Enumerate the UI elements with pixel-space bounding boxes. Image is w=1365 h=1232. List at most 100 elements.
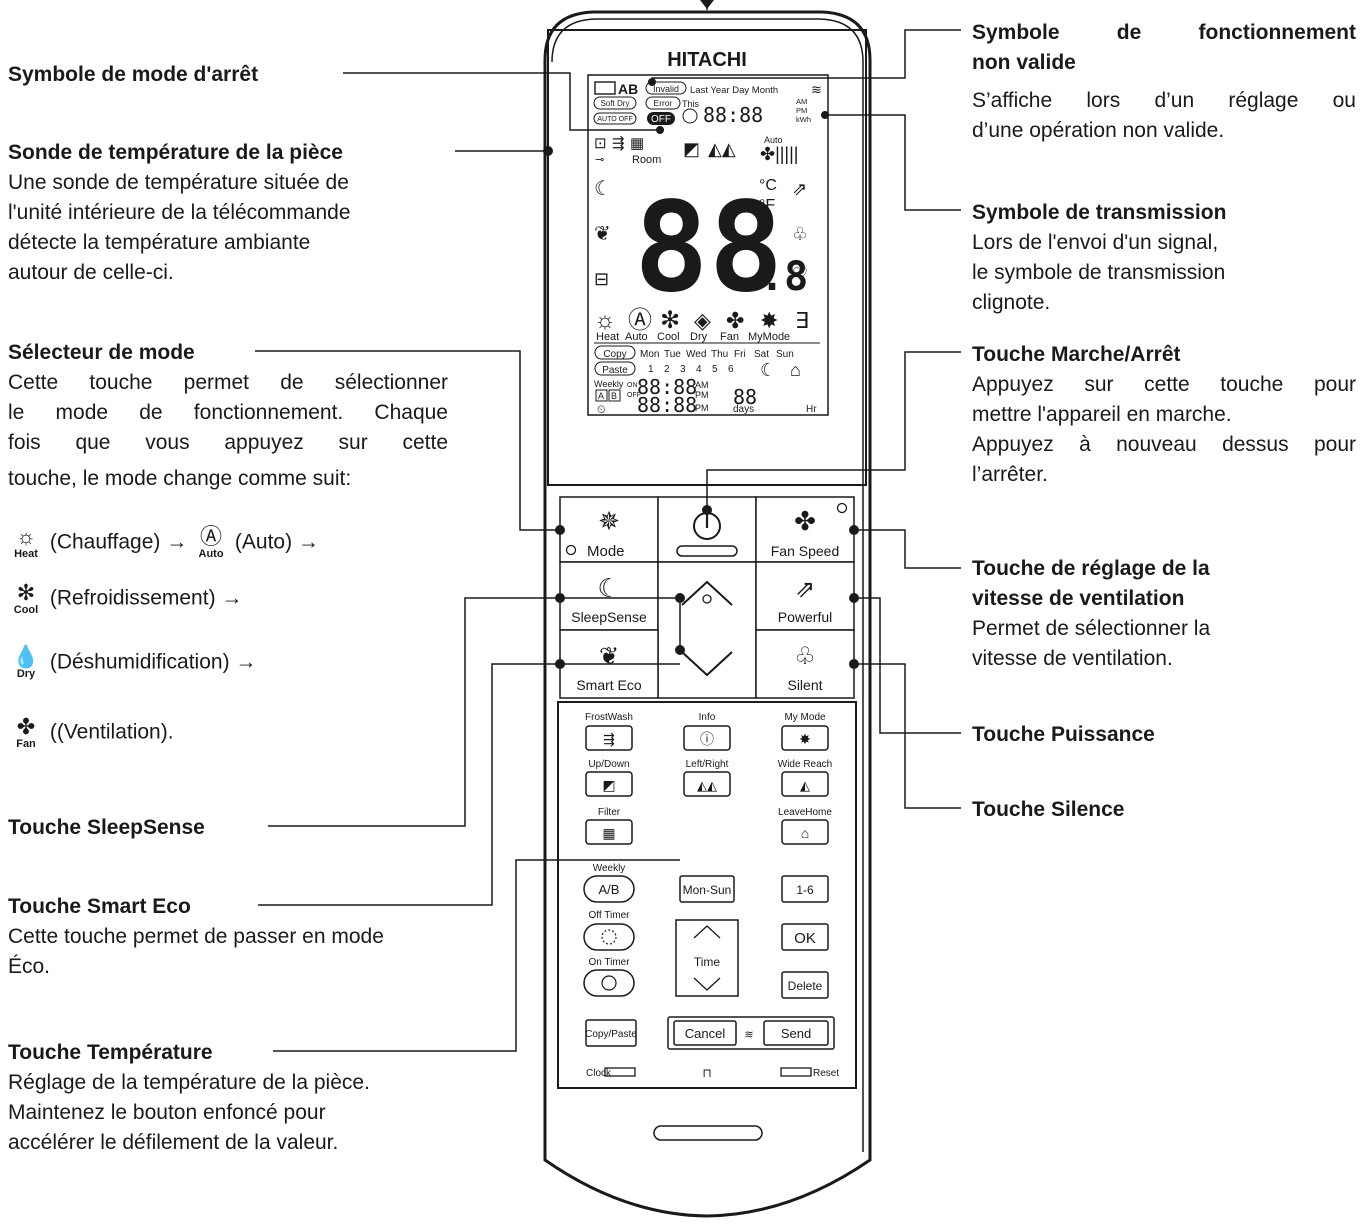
lcd-mode-label: Heat [596,331,619,343]
svg-text:∃: ∃ [795,308,809,333]
lcd-on: ON [627,382,638,389]
powerful-button-label: Powerful [778,609,832,625]
one-six-label: 1-6 [796,883,814,897]
mode-selector-line: Cette touche permet de sélectionner [8,371,448,394]
silent-button-label: Silent [787,677,822,693]
mode-sequence-row: 💧Dry (Déshumidification) → [8,646,256,681]
lcd-soft-dry: Soft Dry [601,99,630,108]
send-button[interactable] [763,1020,829,1046]
lcd-hr: Hr [806,404,817,415]
power-line: mettre l'appareil en marche. [972,403,1232,426]
mode-button-label: Mode [587,543,625,560]
clock-button[interactable] [604,1067,636,1077]
lcd-auto: Auto [764,135,783,145]
svg-text:✸: ✸ [799,731,811,747]
mode-sequence-text: (Auto) → [234,530,319,554]
wide-reach-label: Wide Reach [778,759,832,770]
lcd-a: A [598,391,604,401]
cool-icon: ✻Cool [13,580,39,617]
lcd-decimal: .8 [760,254,808,300]
lcd-day: Sat [754,349,769,360]
lcd-am: AM [796,97,807,106]
off-timer-button[interactable] [583,923,635,951]
annotation-temperature: Touche Température Réglage de la tempéra… [8,1038,508,1158]
info-label: Info [699,712,716,723]
mode-sequence-row: ✻Cool (Refroidissement) → [8,580,243,617]
svg-text:⇶: ⇶ [612,135,625,152]
lcd-big-temp: 88 [634,176,783,320]
lcd-celsius: °C [759,177,777,194]
copy-paste-button[interactable] [585,1019,637,1047]
cancel-button[interactable] [673,1020,737,1046]
leave-home-button[interactable] [781,819,829,845]
sleepsense-title: Touche SleepSense [8,816,205,839]
temperature-line: Maintenez le bouton enfoncé pour [8,1101,326,1124]
annotation-silent: Touche Silence [972,795,1125,825]
lcd-sleep-icon: ☾ [594,178,612,200]
annotation-powerful: Touche Puissance [972,720,1155,750]
lcd-timer2: 88:88 [637,393,697,417]
powerful-icon: ⇗ [795,576,815,603]
up-down-button[interactable] [585,771,633,797]
reset-button[interactable] [780,1067,812,1077]
silent-title: Touche Silence [972,798,1125,821]
info-button[interactable] [683,725,731,751]
svg-text:✤|||||: ✤||||| [760,144,798,164]
lcd-mode-label: MyMode [748,331,790,343]
invalid-symbol-line: d’une opération non valide. [972,119,1225,142]
ab-button[interactable] [583,875,635,903]
lcd-ab: AB [618,81,638,97]
brand-logo: HITACHI [667,49,747,71]
svg-text:◩: ◩ [683,139,700,159]
lcd-am-small: AM [695,380,709,390]
lcd-kwh: kWh [796,115,811,124]
delete-label: Delete [788,979,823,993]
fan-speed-title: Touche de réglage de la [972,557,1210,580]
sensor-icon: ⊓ [702,1066,711,1080]
fan-speed-line: Permet de sélectionner la [972,617,1211,640]
fan-speed-line: vitesse de ventilation. [972,647,1173,670]
transmission-line: Lors de l'envoi d'un signal, [972,231,1219,254]
svg-text:◭◭: ◭◭ [697,778,717,793]
svg-text:⌂: ⌂ [790,360,801,380]
left-right-button[interactable] [683,771,731,797]
smart-eco-line: Cette touche permet de passer en mode [8,925,384,948]
one-six-button[interactable] [781,875,829,903]
transmit-icon: ≋ [744,1029,753,1041]
delete-button[interactable] [781,971,829,999]
annotation-invalid-symbol: Symbole de fonctionnement non valide S’a… [972,18,1356,146]
wide-reach-button[interactable] [781,771,829,797]
lcd-screen [587,74,829,416]
clock-label: Clock [586,1068,612,1079]
mon-sun-button[interactable] [679,875,735,903]
powerful-title: Touche Puissance [972,723,1155,746]
transmission-title: Symbole de transmission [972,201,1227,224]
time-button[interactable] [675,919,739,997]
lcd-pm-small: PM [695,390,709,400]
frostwash-button[interactable] [585,725,633,751]
powerful-button[interactable] [755,561,855,631]
lcd-day: Wed [686,349,706,360]
my-mode-button[interactable] [781,725,829,751]
mon-sun-label: Mon-Sun [683,883,732,897]
room-sensor-line: autour de celle-ci. [8,261,174,284]
lcd-day-number: 6 [728,364,734,375]
silent-button[interactable] [755,629,855,699]
lcd-mode-label: Fan [720,331,739,343]
on-timer-button[interactable] [583,969,635,997]
filter-button[interactable] [585,819,633,845]
my-mode-label: My Mode [784,712,826,723]
lcd-this: This [682,99,700,109]
lcd-day-number: 4 [696,364,702,375]
ok-button[interactable] [781,923,829,951]
power-line: Appuyez sur cette touche pour [972,373,1356,396]
battery-icon [594,81,616,95]
on-timer-label: On Timer [588,957,630,968]
lower-panel [557,701,857,1089]
transmission-line: le symbole de transmission [972,261,1226,284]
sleepsense-button[interactable] [559,561,659,631]
fan-icon: ✤ [794,506,816,536]
smart-eco-line: Éco. [8,955,51,978]
